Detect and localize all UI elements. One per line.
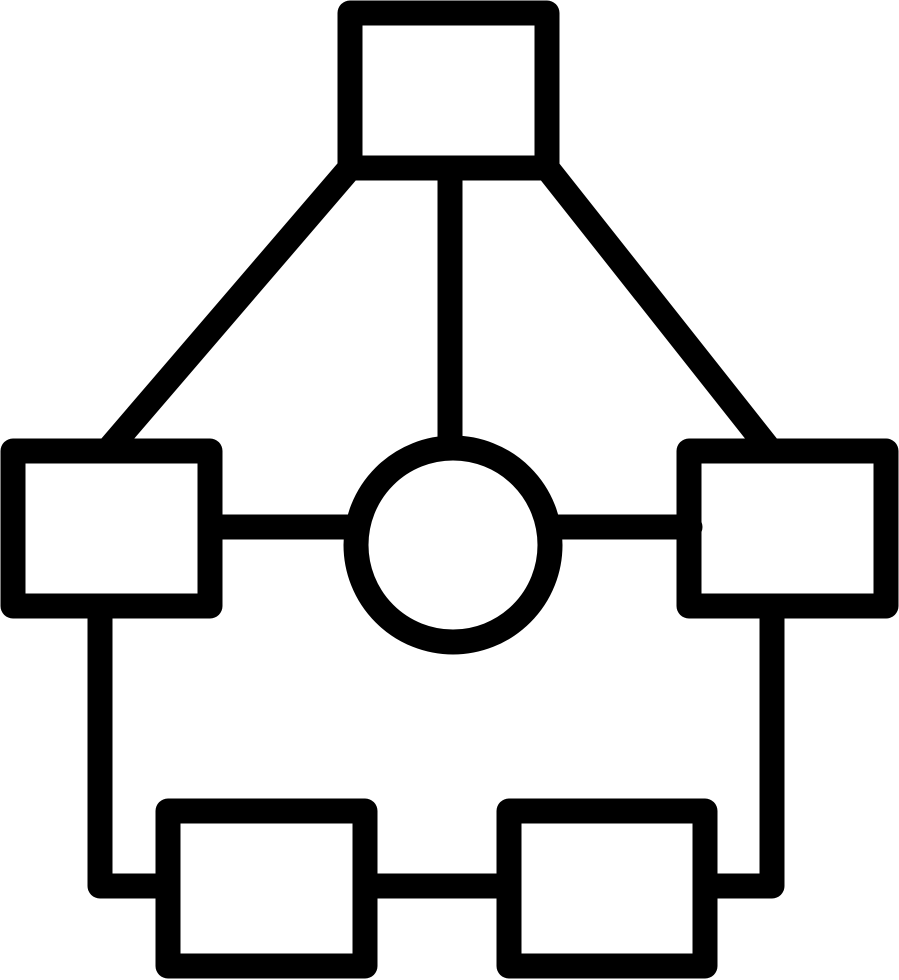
connector-right-to-bottom-right (692, 593, 785, 899)
bottom-left-box (155, 798, 378, 979)
right-box (676, 438, 899, 619)
connector-left-to-bottom-left (87, 593, 181, 899)
connector-top-to-left (95, 155, 363, 463)
connector-top-to-right (534, 155, 783, 463)
center-circle (343, 435, 563, 655)
left-box (0, 438, 223, 619)
top-box (337, 0, 560, 181)
bottom-right-box (496, 798, 718, 979)
